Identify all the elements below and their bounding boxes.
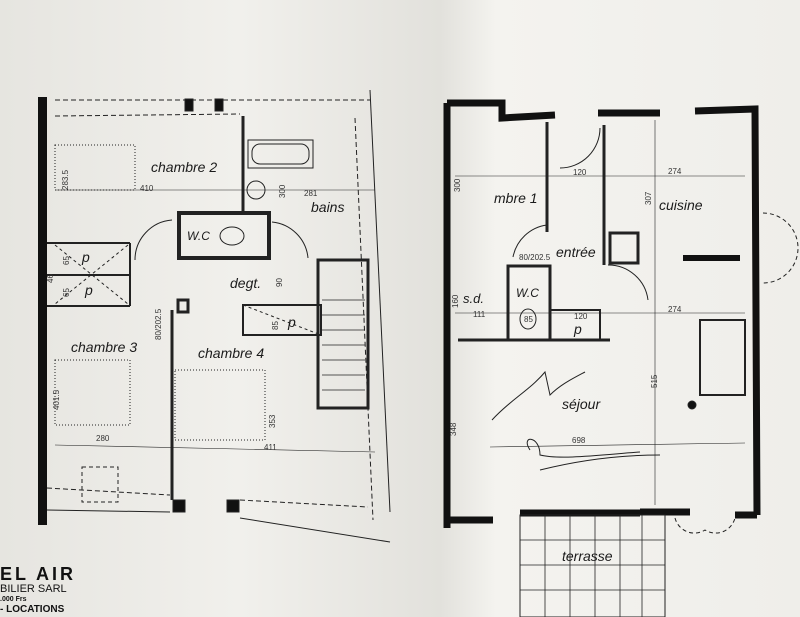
dimension-label: 698 bbox=[572, 436, 586, 445]
dimension-label: 120 bbox=[573, 168, 587, 177]
room-label-terrasse: terrasse bbox=[562, 548, 613, 564]
dimension-label: 85 bbox=[271, 321, 280, 330]
letterhead-title: EL AIR bbox=[0, 564, 77, 584]
placard-label: p bbox=[288, 314, 296, 330]
dimension-label: 307 bbox=[644, 191, 653, 205]
room-label-bains: bains bbox=[311, 199, 345, 215]
upper-left-wall bbox=[38, 97, 47, 525]
dimension-label: 274 bbox=[668, 305, 682, 314]
dimension-label: 300 bbox=[453, 178, 462, 192]
dimension-label: 515 bbox=[650, 374, 659, 388]
room-label-chambre-1: mbre 1 bbox=[494, 190, 538, 206]
dimension-label: 90 bbox=[275, 278, 284, 287]
room-label-chambre-3: chambre 3 bbox=[71, 339, 138, 355]
dimension-label: 85 bbox=[524, 315, 533, 324]
room-label-wc: W.C bbox=[516, 286, 539, 300]
letterhead-company: BILIER SARL bbox=[0, 583, 67, 595]
dimension-label: 401.5 bbox=[52, 389, 61, 410]
room-label-degt: degt. bbox=[230, 275, 262, 291]
door-dimension-label: 80/202.5 bbox=[519, 253, 551, 262]
dimension-label: 65 bbox=[62, 256, 71, 265]
dimension-label: 274 bbox=[668, 167, 682, 176]
signature-1 bbox=[491, 370, 586, 421]
door-dimension-label: 80/202.5 bbox=[154, 308, 163, 340]
dimension-label: 280 bbox=[96, 434, 110, 443]
room-label-wc: W.C bbox=[187, 229, 210, 243]
dimension-label: 300 bbox=[278, 184, 287, 198]
dimension-label: 283.5 bbox=[61, 169, 70, 190]
letterhead-capital: .000 Frs bbox=[0, 596, 27, 603]
dimension-label: 120 bbox=[574, 312, 588, 321]
room-label-entree: entrée bbox=[556, 244, 596, 260]
room-label-sejour: séjour bbox=[562, 396, 601, 412]
placard-label: p bbox=[85, 282, 93, 298]
dimension-label: 410 bbox=[140, 184, 154, 193]
letterhead-services: - LOCATIONS bbox=[0, 604, 65, 615]
upper-floor-plan bbox=[38, 89, 391, 543]
dimension-label: 348 bbox=[449, 422, 458, 436]
dimension-label: 160 bbox=[451, 294, 460, 308]
dimension-label: 111 bbox=[473, 310, 486, 319]
room-label-sdb: s.d. bbox=[463, 291, 484, 306]
dimension-label: 353 bbox=[268, 414, 277, 428]
ground-floor-plan bbox=[443, 99, 799, 617]
placard-label: p bbox=[82, 249, 90, 265]
dimension-label: 46 bbox=[46, 274, 55, 283]
dimension-label: 281 bbox=[304, 189, 318, 198]
signature-2 bbox=[526, 438, 661, 471]
room-label-chambre-4: chambre 4 bbox=[198, 345, 265, 361]
room-label-chambre-2: chambre 2 bbox=[151, 159, 218, 175]
dimension-label: 65 bbox=[62, 288, 71, 297]
dimension-label: 411 bbox=[264, 443, 277, 452]
room-label-cuisine: cuisine bbox=[659, 197, 703, 213]
placard-label: p bbox=[574, 321, 582, 337]
